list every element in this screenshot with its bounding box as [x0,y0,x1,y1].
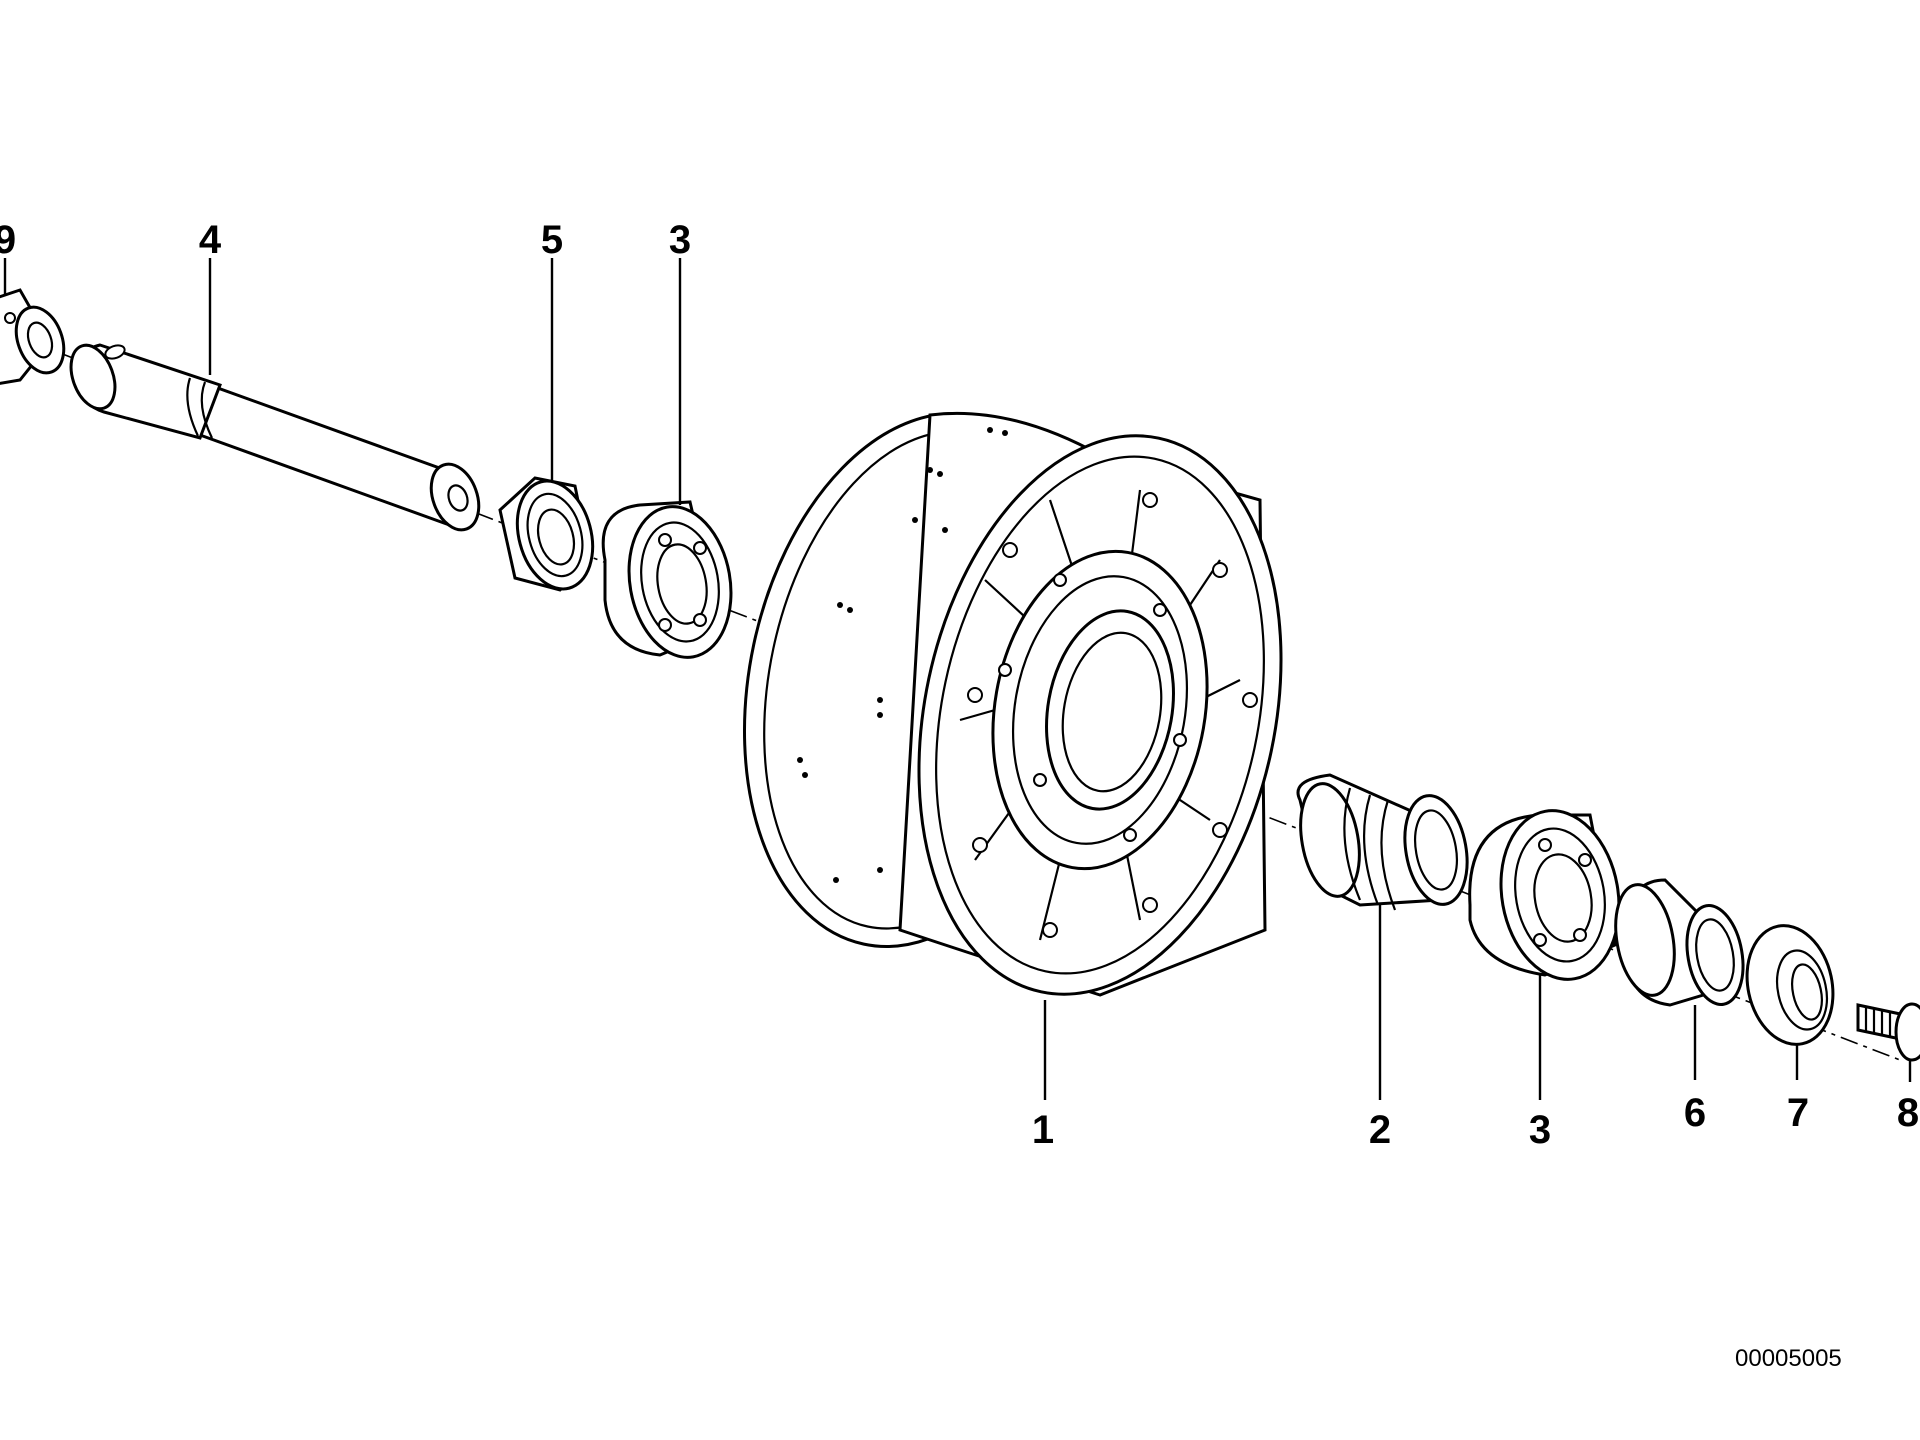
callout-6: 6 [1683,1091,1707,1135]
leader-lines [3,258,1912,1100]
part-2-spacer-sleeve [1296,773,1469,911]
part-9-end-nut [0,288,66,385]
callout-3-left: 3 [668,218,692,262]
callout-9: 9 [0,218,17,262]
callout-4: 4 [198,218,222,262]
diagram-reference-number: 00005005 [1735,1345,1842,1372]
part-1-wheel-rim [742,411,1283,997]
part-6-bushing [1614,878,1745,1007]
callout-7: 7 [1786,1091,1810,1135]
callout-8: 8 [1896,1091,1920,1135]
part-7-washer [1745,924,1835,1046]
callout-3-right: 3 [1528,1108,1552,1152]
callout-1: 1 [1031,1108,1055,1152]
part-3-bearing-left [601,500,733,659]
part-4-axle-shaft [69,343,481,532]
part-5-seal-ring [498,476,595,592]
part-8-bolt [1856,1002,1920,1062]
callout-5: 5 [540,218,564,262]
callout-2: 2 [1368,1108,1392,1152]
part-3-bearing-right [1468,809,1621,981]
